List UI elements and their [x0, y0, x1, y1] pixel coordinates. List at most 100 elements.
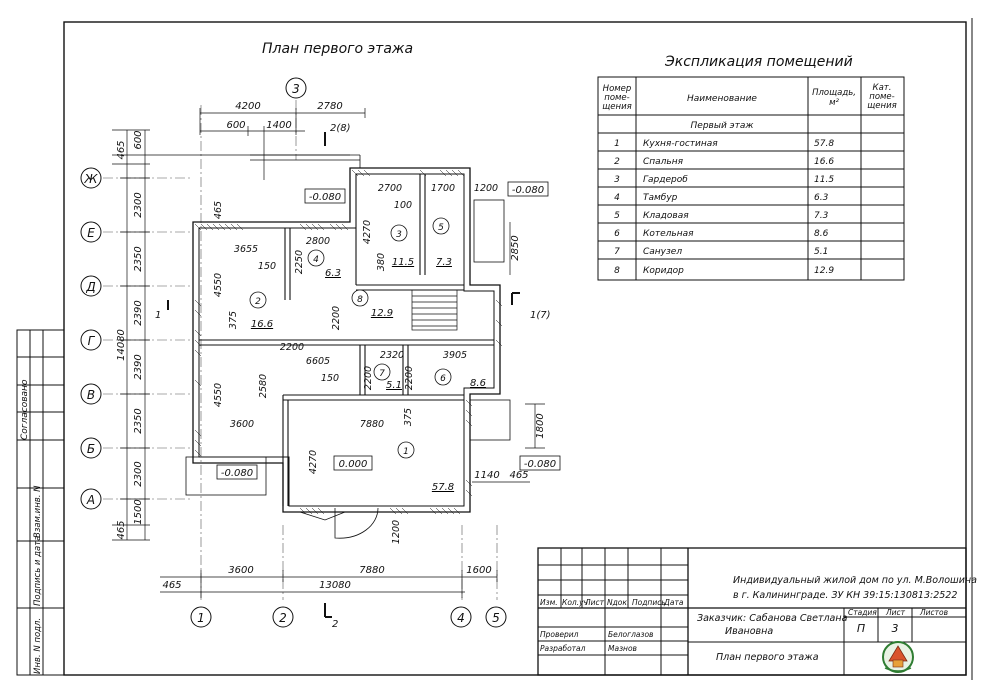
staircase [411, 289, 458, 331]
dim-inner-465: 465 [213, 201, 224, 219]
dim-left-2350a: 2350 [133, 246, 144, 271]
explication-row-num: 6 [614, 229, 620, 239]
dim-right-465: 465 [509, 470, 528, 481]
explication-row-name: Санузел [643, 247, 682, 257]
dim-left-total: 14080 [116, 329, 127, 361]
room-markers [249, 217, 452, 459]
side-stamp [16, 329, 65, 676]
title-block-sheet-label: Лист [885, 608, 906, 617]
section-mark-left: 1 [155, 310, 161, 321]
explication-row-area: 11.5 [814, 175, 834, 185]
title-block-col-data: Дата [663, 598, 684, 607]
level-mark-terrace: -0.080 [221, 468, 253, 479]
explication-row-name: Коридор [643, 266, 684, 276]
dim-top-2780: 2780 [317, 101, 342, 112]
title-block-project-line2: в г. Калининграде. ЗУ КН 39:15:130813:25… [733, 590, 957, 601]
dim-inner-1200: 1200 [474, 183, 498, 194]
axis-label-g: Г [88, 334, 96, 348]
room-num-3: 3 [396, 230, 402, 240]
dim-bottom-1600: 1600 [466, 565, 491, 576]
room-num-7: 7 [379, 369, 385, 379]
level-mark-floor: 0.000 [339, 459, 368, 470]
room-area-6: 8.6 [470, 378, 486, 389]
room-area-7: 5.1 [386, 380, 402, 391]
room-num-5: 5 [438, 223, 444, 233]
explication-row-num: 7 [614, 247, 620, 257]
dim-left-465b: 465 [116, 520, 127, 539]
section-marks [167, 132, 520, 618]
dim-left-2350b: 2350 [133, 408, 144, 433]
title-block-project-line1: Индивидуальный жилой дом по ул. М.Волоши… [733, 575, 977, 586]
explication-row-area: 8.6 [814, 229, 829, 239]
dim-inner-150a: 150 [258, 261, 276, 272]
title-block-col-list: Лист [584, 598, 605, 607]
section-mark-top: 2(8) [330, 123, 351, 134]
room-num-4: 4 [313, 255, 319, 265]
axis-bubbles [80, 77, 507, 628]
dim-left-2300b: 2300 [133, 461, 144, 486]
plan-title: План первого этажа [262, 41, 413, 57]
dim-inner-375b: 375 [403, 408, 414, 426]
explication-header-cat: Кат.поме-щения [867, 83, 896, 111]
explication-row-name: Котельная [643, 229, 694, 239]
dim-inner-1700: 1700 [431, 183, 455, 194]
axis-label-2: 2 [279, 611, 287, 625]
company-logo-icon [882, 641, 914, 673]
title-block-stage: П [857, 622, 865, 635]
dim-inner-2250: 2250 [294, 250, 305, 274]
dimension-lines [112, 108, 545, 598]
dim-inner-100: 100 [394, 200, 412, 211]
explication-row-num: 4 [614, 193, 620, 203]
dim-right-2850: 2850 [510, 235, 521, 260]
explication-row-num: 8 [614, 266, 620, 276]
wall-hatch [194, 169, 503, 515]
dim-inner-1200: 1200 [391, 520, 402, 544]
title-block-sheets-label: Листов [919, 608, 948, 617]
axis-label-a: А [86, 493, 95, 507]
explication-row-area: 7.3 [814, 211, 829, 221]
dim-left-2300a: 2300 [133, 192, 144, 217]
dim-right-1140: 1140 [474, 470, 499, 481]
dim-top-600: 600 [226, 120, 245, 131]
dim-inner-2200a: 2200 [280, 342, 304, 353]
title-block-sheet-title: План первого этажа [716, 652, 819, 663]
side-stamp-label-inv: Инв. N подл. [33, 618, 43, 674]
dim-left-1500: 1500 [133, 499, 144, 524]
explication-title: Экспликация помещений [664, 54, 853, 70]
dim-inner-2700: 2700 [378, 183, 402, 194]
side-stamp-label-replace: Взам.инв. N [33, 485, 43, 538]
explication-row-name: Тамбур [643, 193, 678, 203]
explication-floor-label: Первый этаж [691, 121, 755, 131]
dim-bottom-465: 465 [162, 580, 181, 591]
title-block-checked-label: Проверил [540, 630, 579, 639]
dim-inner-4550b: 4550 [213, 383, 224, 407]
explication-row-name: Кладовая [643, 211, 689, 221]
title-block-col-podpis: Подпись [632, 598, 666, 607]
section-mark-bottom: 2 [332, 619, 338, 630]
room-area-8: 12.9 [371, 308, 393, 319]
dim-inner-3905: 3905 [443, 350, 467, 361]
room-num-8: 8 [357, 295, 363, 305]
level-marks [216, 181, 561, 480]
explication-row-num: 5 [614, 211, 620, 221]
dim-left-2390b: 2390 [133, 354, 144, 379]
axis-label-b: Б [87, 442, 95, 456]
dim-inner-2200c: 2200 [363, 366, 374, 390]
axis-label-d: Д [85, 280, 95, 294]
explication-row-name: Гардероб [643, 175, 688, 185]
explication-row-num: 3 [614, 175, 620, 185]
room-num-2: 2 [255, 297, 261, 307]
title-block-stage-label: Стадия [848, 608, 877, 617]
dim-left-600: 600 [133, 130, 144, 149]
dim-bottom-3600: 3600 [228, 565, 253, 576]
explication-grid [597, 76, 905, 281]
axis-label-1: 1 [197, 611, 205, 625]
dim-left-465a: 465 [116, 140, 127, 159]
axis-label-3: 3 [292, 82, 300, 96]
axis-label-v: В [87, 388, 95, 402]
level-mark-porch-right: -0.080 [512, 185, 544, 196]
explication-row-area: 5.1 [814, 247, 828, 257]
explication-row-area: 6.3 [814, 193, 829, 203]
